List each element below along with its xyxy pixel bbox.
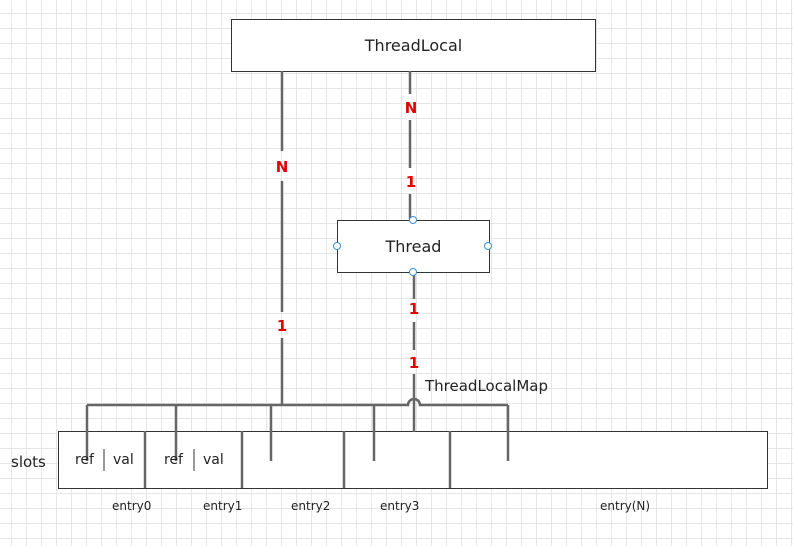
map-bus-line — [87, 397, 508, 407]
mult-tl-thread-bottom: 1 — [406, 173, 416, 191]
threadlocalmap-label: ThreadLocalMap — [425, 377, 548, 395]
mult-thread-map-top: 1 — [409, 300, 419, 318]
entry-label-n: entry(N) — [600, 499, 651, 513]
entry-label-1: entry1 — [203, 499, 243, 513]
thread-label: Thread — [385, 237, 442, 256]
mult-tl-thread-top: N — [405, 99, 418, 117]
mult-tl-left-top: N — [276, 158, 289, 176]
slot0-val: val — [113, 452, 134, 468]
handle-right — [484, 242, 492, 250]
mult-tl-left-bottom: 1 — [277, 317, 287, 335]
entry-label-0: entry0 — [112, 499, 152, 513]
threadlocal-node[interactable]: ThreadLocal — [231, 19, 596, 72]
handle-left — [333, 242, 341, 250]
handle-top — [409, 216, 417, 224]
slot1-val: val — [203, 452, 224, 468]
entry-label-3: entry3 — [380, 499, 420, 513]
slots-label: slots — [11, 453, 46, 471]
slot0-ref: ref — [75, 452, 94, 468]
handle-bottom — [409, 268, 417, 276]
threadlocal-label: ThreadLocal — [364, 36, 463, 55]
mult-thread-map-bottom: 1 — [409, 354, 419, 372]
entry-label-2: entry2 — [291, 499, 331, 513]
slot1-ref: ref — [164, 452, 183, 468]
